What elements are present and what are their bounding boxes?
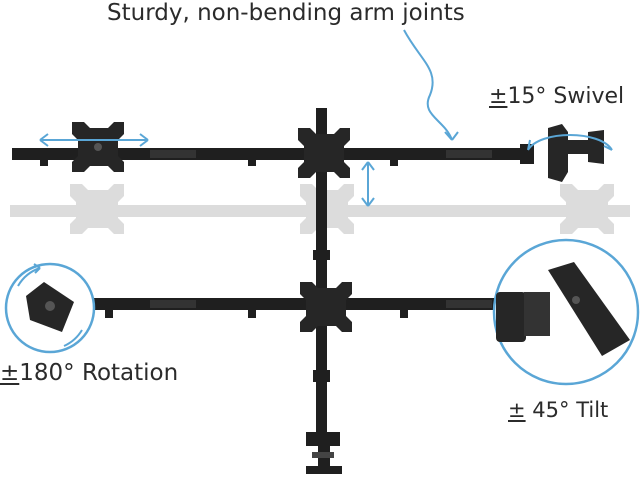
upper-arm (12, 144, 534, 166)
vesa-plate-upper-left (72, 122, 124, 172)
swivel-label: ±15° Swivel (489, 84, 624, 109)
ghost-vesa-plate-right (560, 184, 614, 234)
rotation-label: ±180° Rotation (0, 360, 178, 386)
lower-arm (20, 298, 498, 318)
rotation-callout (4, 262, 96, 354)
tilt-callout (492, 238, 640, 386)
ghost-arm-position (10, 184, 630, 234)
plus-minus-symbol: ± (489, 84, 508, 109)
tilt-label: ± 45° Tilt (508, 398, 608, 422)
horizontal-slide-arrow (39, 133, 149, 147)
ghost-vesa-plate-left (70, 184, 124, 234)
mount-pole (313, 108, 330, 443)
vesa-plate-upper-right (548, 124, 604, 182)
rotation-text: 180° Rotation (19, 360, 179, 386)
height-adjust-arrow (361, 161, 375, 207)
motion-arrows (39, 29, 613, 207)
plus-minus-symbol: ± (0, 360, 20, 386)
swivel-text: 15° Swivel (507, 84, 625, 109)
joint-pointer-arrow (403, 29, 459, 141)
tilt-text: 45° Tilt (532, 398, 609, 422)
vesa-plate-upper-center (298, 128, 350, 178)
vesa-plate-lower-center (300, 282, 352, 332)
plus-minus-symbol: ± (508, 398, 526, 422)
headline-text: Sturdy, non-bending arm joints (107, 0, 465, 26)
desk-clamp (306, 432, 342, 474)
swivel-arrow (527, 134, 613, 151)
